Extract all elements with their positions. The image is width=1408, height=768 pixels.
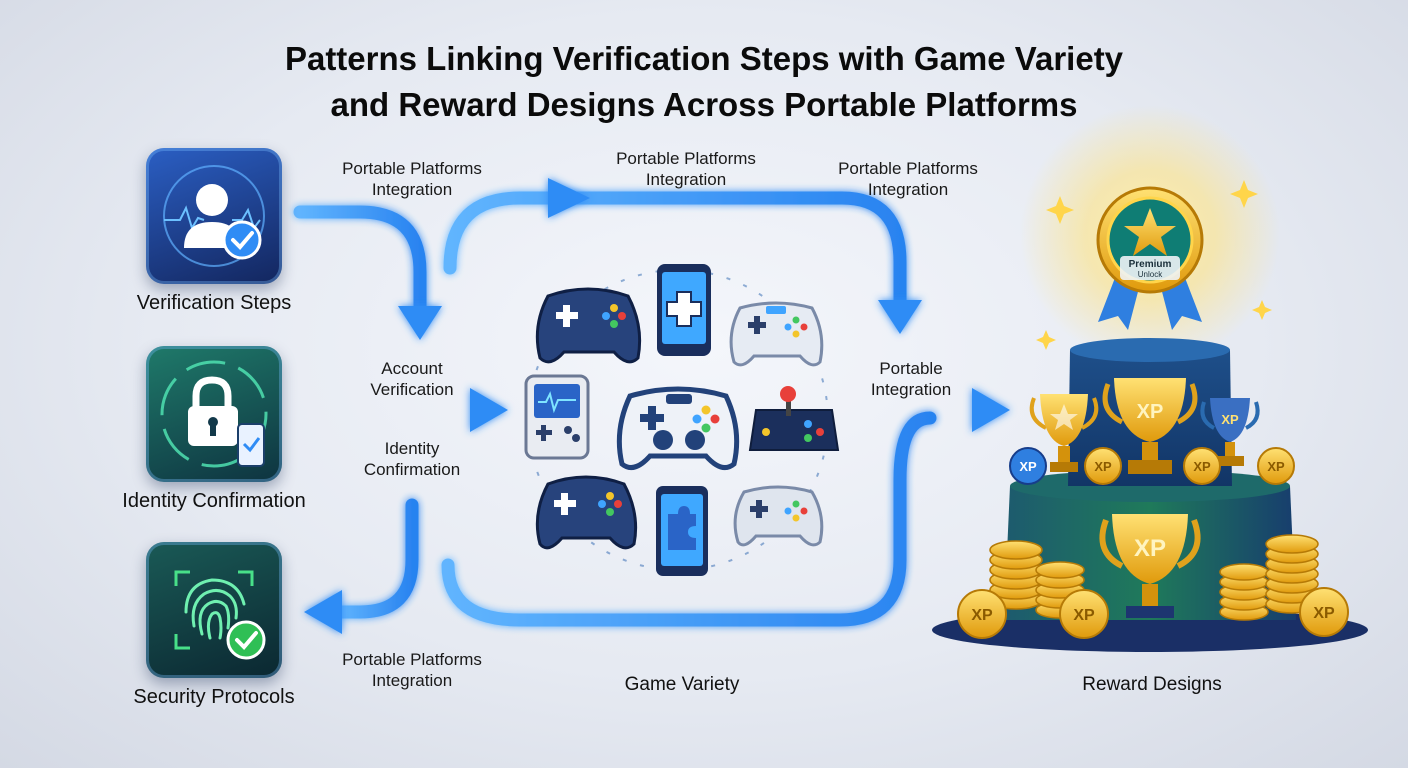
xp-coin-blue-icon: XP [1010, 448, 1046, 484]
svg-text:XP: XP [1193, 459, 1211, 474]
svg-text:XP: XP [1267, 459, 1285, 474]
badge-line-1: Premium [1129, 259, 1172, 270]
xp-coin-icon: XP [1060, 590, 1108, 638]
xp-coin-icon: XP [1300, 588, 1348, 636]
xp-coin-icon: XP [1258, 448, 1294, 484]
svg-text:XP: XP [1313, 605, 1335, 622]
xp-coin-icon: XP [958, 590, 1006, 638]
xp-coin-icon: XP [1184, 448, 1220, 484]
trophy-xp-text: XP [1137, 401, 1164, 423]
trophy-large-xp-text: XP [1134, 535, 1166, 562]
svg-text:XP: XP [1019, 459, 1037, 474]
badge-line-2: Unlock [1138, 270, 1163, 279]
svg-text:XP: XP [971, 607, 993, 624]
trophy-right-xp-text: XP [1221, 412, 1239, 427]
svg-text:XP: XP [1094, 459, 1112, 474]
xp-coin-icon: XP [1085, 448, 1121, 484]
svg-text:XP: XP [1073, 607, 1095, 624]
